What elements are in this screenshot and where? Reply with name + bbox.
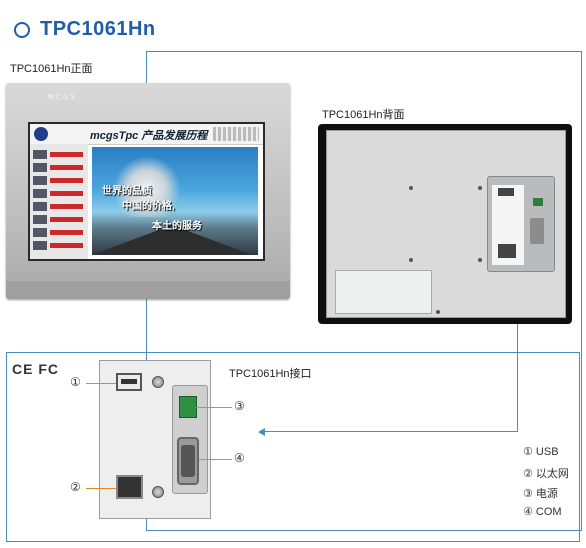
legend-usb: ① USB <box>523 446 559 458</box>
callout-line-4 <box>199 459 232 460</box>
interface-label: TPC1061Hn接口 <box>229 368 312 380</box>
back-power-terminal <box>533 198 543 206</box>
callout-1: ① <box>70 375 81 389</box>
certification-marks: CE FC <box>12 361 59 377</box>
arrow-line-vertical <box>517 264 518 432</box>
back-com-port <box>530 218 544 244</box>
menu-text-bar <box>50 165 83 170</box>
callout-line-1 <box>86 383 116 384</box>
callout-3: ③ <box>234 399 245 413</box>
front-label: TPC1061Hn正面 <box>10 63 93 75</box>
screw-icon <box>436 310 440 314</box>
menu-thumb-icon <box>33 176 47 185</box>
screen-menu-item <box>33 163 85 172</box>
screen-menu-item <box>33 241 85 250</box>
screw-icon <box>478 186 482 190</box>
slogan-line-2: 中国的价格, <box>122 201 175 212</box>
com-port-pins <box>181 445 195 477</box>
menu-thumb-icon <box>33 215 47 224</box>
back-spec-label <box>335 270 432 314</box>
hmi-brand-logo: MCGS <box>48 94 77 101</box>
back-label: TPC1061Hn背面 <box>322 109 405 121</box>
back-ethernet-port <box>498 244 516 258</box>
menu-text-bar <box>50 243 83 248</box>
menu-thumb-icon <box>33 150 47 159</box>
callout-2: ② <box>70 480 81 494</box>
slogan-line-1: 世界的品质 <box>102 186 152 197</box>
connector-frame-bottom <box>146 530 582 531</box>
front-connector-line <box>146 299 147 360</box>
menu-text-bar <box>50 191 83 196</box>
menu-text-bar <box>50 230 83 235</box>
back-usb-port <box>498 188 514 196</box>
screen-menu-item <box>33 150 85 159</box>
screen-menu-item <box>33 228 85 237</box>
menu-thumb-icon <box>33 163 47 172</box>
legend-com: ④ COM <box>523 506 562 518</box>
arrow-head-icon <box>258 428 265 436</box>
ethernet-port <box>116 475 143 499</box>
volcano-mountain <box>92 225 252 255</box>
menu-text-bar <box>50 204 83 209</box>
screw-icon <box>152 376 164 388</box>
screen-heading: mcgsTpc 产品发展历程 <box>90 130 208 142</box>
hmi-front-bottom-bezel <box>6 281 290 299</box>
usb-port-slot <box>121 379 137 384</box>
callout-line-2 <box>86 488 116 489</box>
menu-text-bar <box>50 178 83 183</box>
screw-icon <box>409 186 413 190</box>
screen-status-box <box>213 127 259 141</box>
screen-menu-item <box>33 215 85 224</box>
page-title: TPC1061Hn <box>40 18 156 40</box>
title-circle-icon <box>14 21 30 38</box>
hmi-front-screen: mcgsTpc 产品发展历程 世界的品质 中国的价格, 本土的服务 <box>28 122 265 261</box>
menu-thumb-icon <box>33 241 47 250</box>
screen-volcano-photo: 世界的品质 中国的价格, 本土的服务 <box>92 147 258 255</box>
legend-power: ③ 电源 <box>523 488 558 500</box>
volcano-plume <box>112 157 182 217</box>
legend-ethernet: ② 以太网 <box>523 468 569 480</box>
company-logo-icon <box>34 127 48 141</box>
screen-menu-item <box>33 202 85 211</box>
power-terminal <box>179 396 197 418</box>
screw-icon <box>478 258 482 262</box>
screen-menu-item <box>33 176 85 185</box>
screen-menu-item <box>33 189 85 198</box>
callout-line-3 <box>196 407 232 408</box>
interface-frame <box>6 352 580 542</box>
slogan-line-3: 本土的服务 <box>152 221 202 232</box>
title-block: TPC1061Hn <box>14 18 156 41</box>
menu-thumb-icon <box>33 228 47 237</box>
screw-icon <box>152 486 164 498</box>
menu-text-bar <box>50 152 83 157</box>
menu-text-bar <box>50 217 83 222</box>
menu-thumb-icon <box>33 202 47 211</box>
arrow-line-horizontal <box>264 431 518 432</box>
screw-icon <box>409 258 413 262</box>
menu-thumb-icon <box>33 189 47 198</box>
callout-4: ④ <box>234 451 245 465</box>
screen-menu <box>30 144 88 259</box>
screen-header: mcgsTpc 产品发展历程 <box>30 124 263 145</box>
